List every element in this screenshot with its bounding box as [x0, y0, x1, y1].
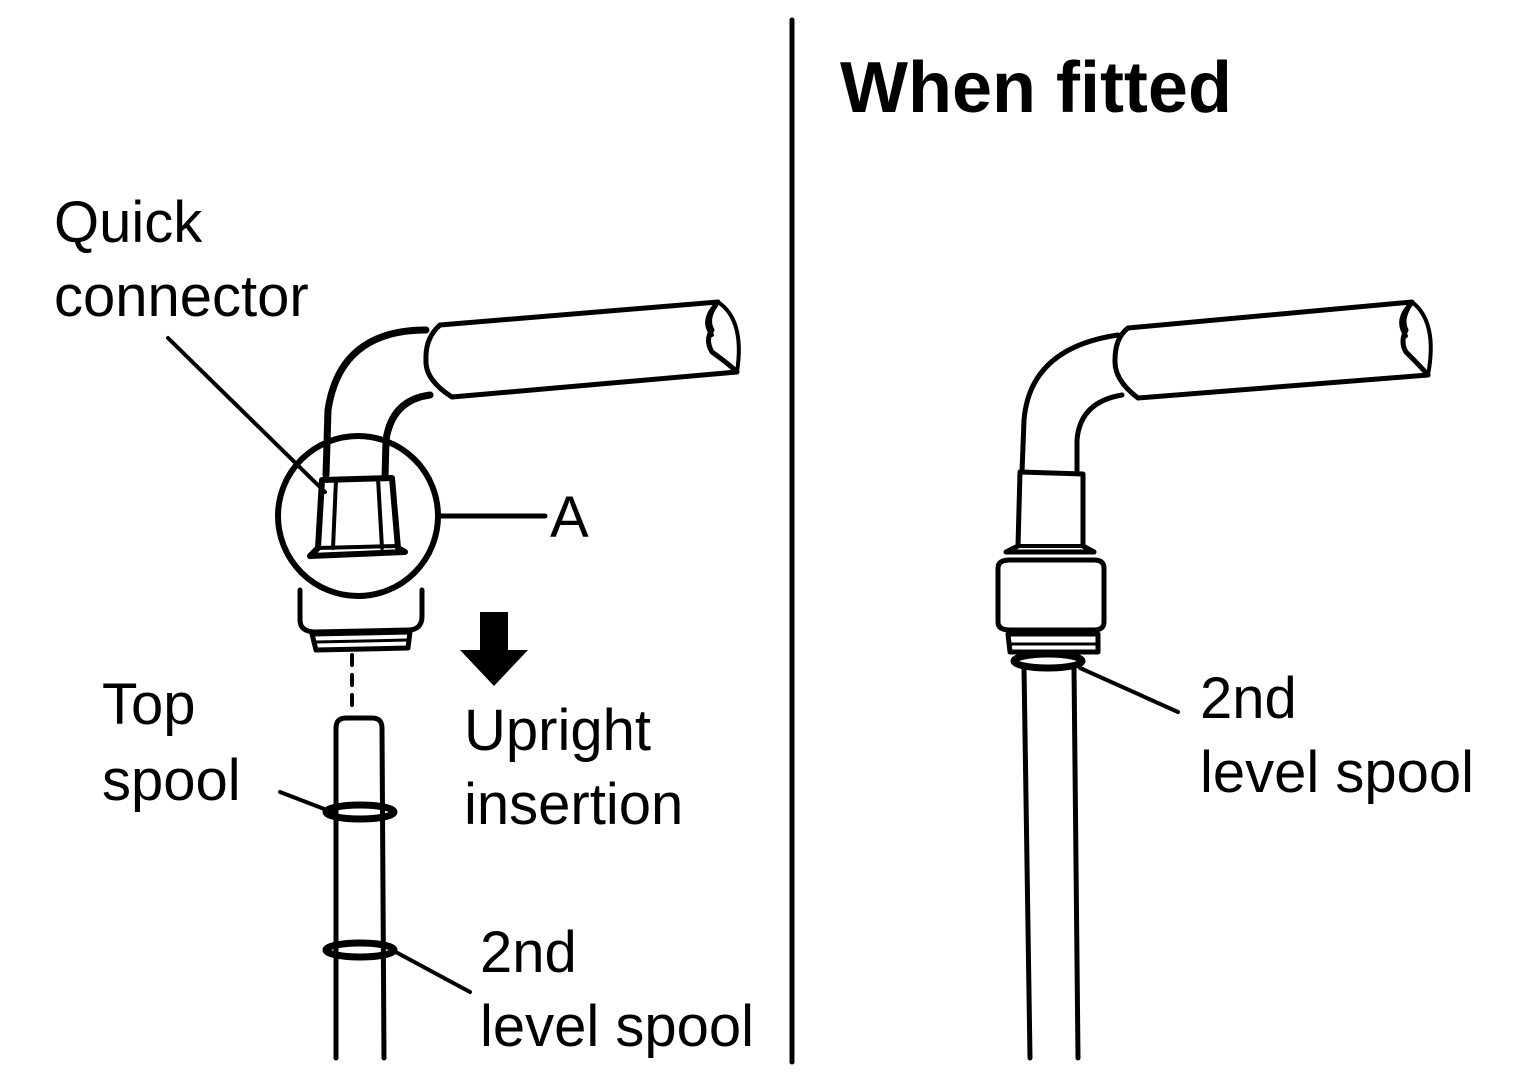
- detail-a-label: A: [550, 485, 589, 550]
- second-spool-label-left-line2: level spool: [480, 994, 754, 1059]
- hose-left: [423, 299, 741, 400]
- second-spool-ring-right: [1010, 650, 1086, 672]
- top-spool-leader: [278, 790, 334, 814]
- top-spool-label-line1: Top: [102, 672, 196, 737]
- panel-title: When fitted: [840, 48, 1232, 128]
- fitted-connector: [995, 469, 1107, 655]
- second-spool-label-right-line2: level spool: [1200, 740, 1474, 805]
- hose-right: [1112, 299, 1433, 401]
- second-spool-label-right-line1: 2nd: [1200, 666, 1297, 731]
- pipe-left: [333, 715, 387, 1061]
- right-panel: When fitted 2nd level: [840, 48, 1474, 1061]
- quick-connector-label-line2: connector: [54, 264, 309, 329]
- second-spool-leader-left: [390, 948, 472, 994]
- left-panel: A Quick connector Upright insertion Top …: [54, 190, 754, 1061]
- quick-connector-leader: [166, 336, 327, 494]
- top-spool-label-line2: spool: [102, 748, 241, 813]
- quick-connector-label-line1: Quick: [54, 190, 203, 255]
- quick-connector-body: [297, 475, 425, 653]
- elbow-pipe-right: [1019, 332, 1125, 479]
- second-spool-leader-right: [1078, 666, 1180, 714]
- second-spool-label-left-line1: 2nd: [480, 920, 577, 985]
- down-arrow-icon: [460, 612, 528, 686]
- insertion-label-line2: insertion: [464, 772, 683, 837]
- insertion-label-line1: Upright: [464, 698, 651, 763]
- top-spool-ring: [322, 801, 398, 823]
- pipe-right: [1021, 665, 1081, 1061]
